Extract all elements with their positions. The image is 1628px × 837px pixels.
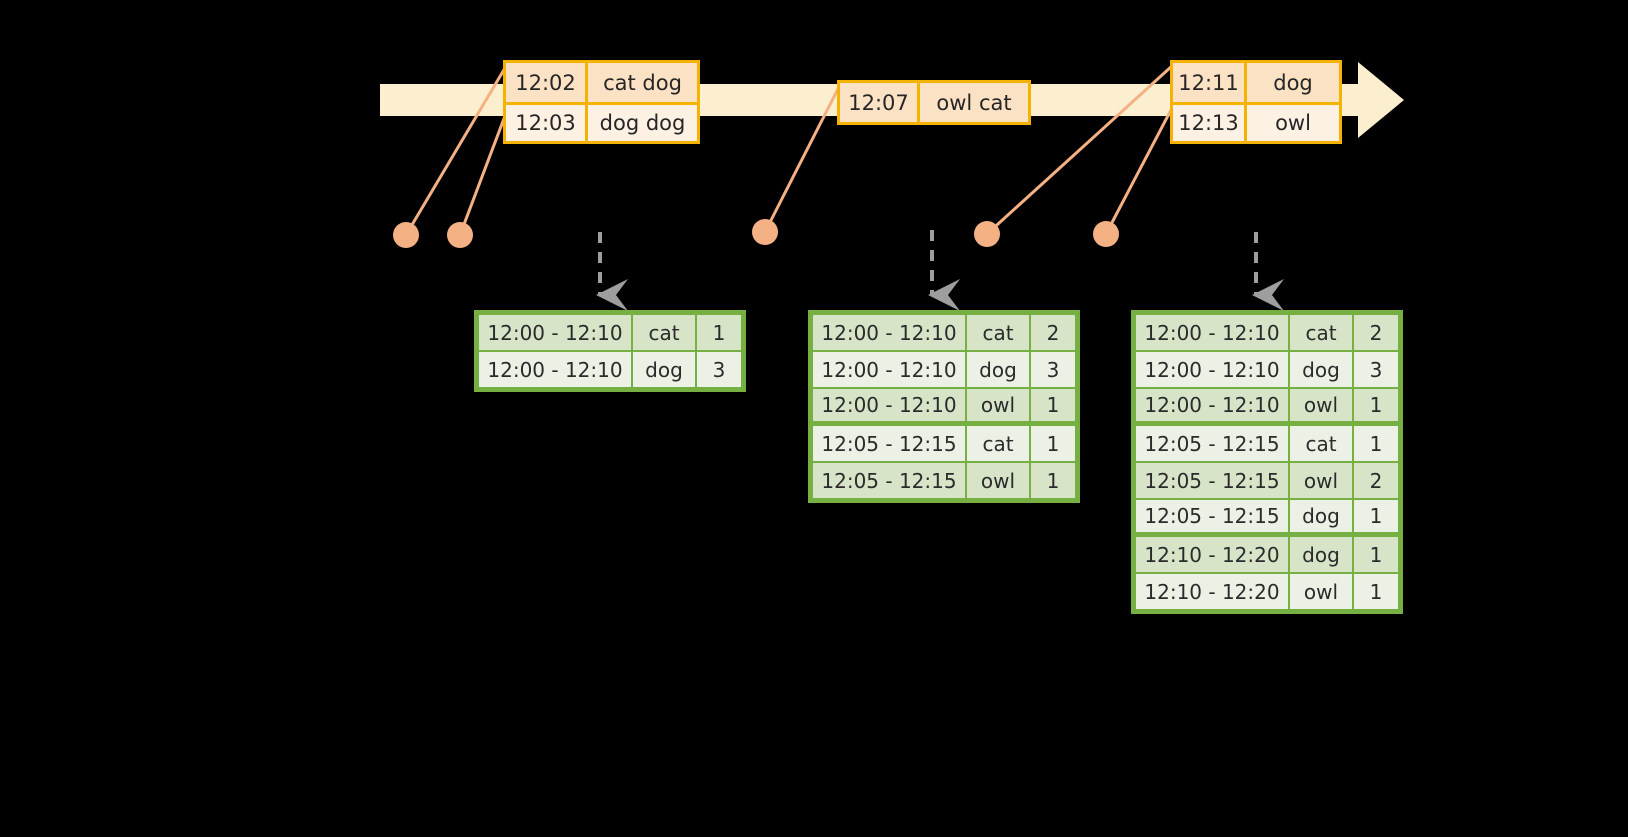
count-cell: 3 bbox=[1354, 352, 1398, 387]
event-row[interactable]: 12:07 owl cat bbox=[840, 83, 1028, 122]
count-cell: 1 bbox=[1354, 574, 1398, 609]
window-cell: 12:05 - 12:15 bbox=[1136, 463, 1288, 498]
count-cell: 1 bbox=[697, 315, 741, 350]
event-words: cat dog bbox=[603, 70, 682, 95]
event-words: owl cat bbox=[936, 90, 1012, 115]
event-dot-4 bbox=[974, 221, 1000, 247]
event-dot-2 bbox=[447, 222, 473, 248]
count-cell: 1 bbox=[1354, 537, 1398, 572]
event-time: 12:11 bbox=[1173, 63, 1247, 102]
count-cell: 1 bbox=[1031, 463, 1075, 498]
event-dots bbox=[393, 219, 1119, 248]
count-cell: 1 bbox=[1354, 500, 1398, 532]
window-cell: 12:00 - 12:10 bbox=[813, 352, 965, 387]
count-cell: 2 bbox=[1354, 463, 1398, 498]
event-time: 12:07 bbox=[840, 83, 920, 122]
event-dot-1 bbox=[393, 222, 419, 248]
count-cell: 2 bbox=[1031, 315, 1075, 350]
window-cell: 12:00 - 12:10 bbox=[479, 352, 631, 387]
window-cell: 12:00 - 12:10 bbox=[1136, 352, 1288, 387]
word-cell: owl bbox=[1290, 463, 1352, 498]
window-cell: 12:00 - 12:10 bbox=[479, 315, 631, 350]
word-cell: dog bbox=[1290, 352, 1352, 387]
word-cell: cat bbox=[967, 315, 1029, 350]
event-time: 12:02 bbox=[506, 63, 588, 102]
count-cell: 2 bbox=[1354, 315, 1398, 350]
event-time: 12:13 bbox=[1173, 105, 1247, 141]
window-cell: 12:00 - 12:10 bbox=[813, 389, 965, 421]
window-cell: 12:00 - 12:10 bbox=[1136, 389, 1288, 421]
event-words: owl bbox=[1275, 111, 1311, 135]
dashed-arrows bbox=[596, 230, 1284, 311]
event-words: dog dog bbox=[599, 111, 686, 135]
window-cell: 12:10 - 12:20 bbox=[1136, 574, 1288, 609]
window-cell: 12:00 - 12:10 bbox=[1136, 315, 1288, 350]
word-cell: cat bbox=[633, 315, 695, 350]
window-cell: 12:10 - 12:20 bbox=[1136, 537, 1288, 572]
event-group-1[interactable]: 12:02 cat dog 12:03 dog dog bbox=[503, 60, 700, 144]
event-group-2[interactable]: 12:07 owl cat bbox=[837, 80, 1031, 125]
window-cell: 12:05 - 12:15 bbox=[1136, 500, 1288, 532]
word-cell: cat bbox=[1290, 426, 1352, 461]
word-cell: dog bbox=[967, 352, 1029, 387]
count-cell: 3 bbox=[1031, 352, 1075, 387]
word-cell: dog bbox=[1290, 537, 1352, 572]
connector-5 bbox=[1104, 106, 1174, 236]
window-cell: 12:05 - 12:15 bbox=[813, 463, 965, 498]
word-cell: owl bbox=[967, 389, 1029, 421]
window-cell: 12:05 - 12:15 bbox=[1136, 426, 1288, 461]
event-dot-5 bbox=[1093, 221, 1119, 247]
word-cell: cat bbox=[1290, 315, 1352, 350]
count-cell: 3 bbox=[697, 352, 741, 387]
event-words: dog bbox=[1273, 70, 1313, 95]
word-cell: cat bbox=[967, 426, 1029, 461]
event-group-3[interactable]: 12:11 dog 12:13 owl bbox=[1170, 60, 1342, 144]
event-row[interactable]: 12:13 owl bbox=[1173, 102, 1339, 141]
window-cell: 12:00 - 12:10 bbox=[813, 315, 965, 350]
count-cell: 1 bbox=[1031, 426, 1075, 461]
word-cell: owl bbox=[1290, 574, 1352, 609]
connector-2 bbox=[458, 106, 510, 237]
count-cell: 1 bbox=[1354, 426, 1398, 461]
event-row[interactable]: 12:03 dog dog bbox=[506, 102, 697, 141]
word-cell: owl bbox=[967, 463, 1029, 498]
word-cell: owl bbox=[1290, 389, 1352, 421]
count-cell: 1 bbox=[1354, 389, 1398, 421]
window-cell: 12:05 - 12:15 bbox=[813, 426, 965, 461]
connector-1 bbox=[404, 66, 507, 237]
connector-3 bbox=[763, 81, 843, 234]
count-cell: 1 bbox=[1031, 389, 1075, 421]
event-time: 12:03 bbox=[506, 105, 588, 141]
word-cell: dog bbox=[1290, 500, 1352, 532]
event-row[interactable]: 12:11 dog bbox=[1173, 63, 1339, 102]
event-dot-3 bbox=[752, 219, 778, 245]
word-cell: dog bbox=[633, 352, 695, 387]
event-row[interactable]: 12:02 cat dog bbox=[506, 63, 697, 102]
